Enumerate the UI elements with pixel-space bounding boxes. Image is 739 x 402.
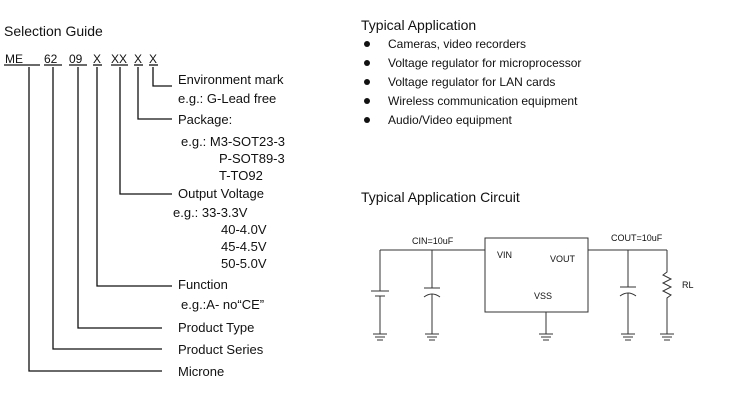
application-item: Voltage regulator for LAN cards [388, 75, 555, 89]
code-09: 09 [69, 52, 83, 66]
code-x-function: X [93, 52, 101, 66]
typical-application-title: Typical Application [361, 17, 476, 33]
package-example-2: P-SOT89-3 [219, 151, 285, 166]
application-list: Cameras, video recorders Voltage regulat… [364, 37, 581, 127]
voltage-example-3: 45-4.5V [221, 239, 267, 254]
package-example-1: e.g.: M3-SOT23-3 [181, 134, 285, 149]
bullet-icon [364, 41, 370, 47]
vss-pin-label: VSS [534, 291, 552, 301]
application-circuit-diagram: VIN VOUT VSS CIN=10uF [371, 233, 694, 341]
application-item: Wireless communication equipment [388, 94, 578, 108]
bullet-icon [364, 79, 370, 85]
environment-example: e.g.: G-Lead free [178, 91, 276, 106]
bullet-icon [364, 60, 370, 66]
rl-label: RL [682, 280, 694, 290]
cout-capacitor-icon [619, 250, 637, 341]
bullet-icon [364, 117, 370, 123]
code-xx-voltage: XX [111, 52, 127, 66]
output-voltage-label: Output Voltage [178, 186, 264, 201]
bullet-icon [364, 98, 370, 104]
application-item: Audio/Video equipment [388, 113, 513, 127]
circuit-title: Typical Application Circuit [361, 189, 520, 205]
vss-ground-icon [539, 312, 553, 341]
code-x-environment: X [149, 52, 157, 66]
load-resistor-icon [660, 250, 674, 341]
selection-guide-title: Selection Guide [4, 23, 103, 39]
cout-label: COUT=10uF [611, 233, 663, 243]
voltage-example-2: 40-4.0V [221, 222, 267, 237]
function-label: Function [178, 277, 228, 292]
product-series-label: Product Series [178, 342, 264, 357]
product-type-label: Product Type [178, 320, 254, 335]
code-x-package: X [134, 52, 142, 66]
package-example-3: T-TO92 [219, 168, 263, 183]
input-source-icon [371, 250, 389, 341]
vout-pin-label: VOUT [550, 254, 576, 264]
voltage-example-4: 50-5.0V [221, 256, 267, 271]
code-62: 62 [44, 52, 58, 66]
vin-pin-label: VIN [497, 250, 512, 260]
function-example: e.g.:A- no“CE” [181, 297, 264, 312]
leader-lines [28, 67, 172, 372]
cin-capacitor-icon [423, 250, 441, 341]
package-label: Package: [178, 112, 232, 127]
application-item: Cameras, video recorders [388, 37, 526, 51]
regulator-ic-box [484, 237, 589, 313]
cin-label: CIN=10uF [412, 236, 454, 246]
microne-label: Microne [178, 364, 224, 379]
environment-mark-label: Environment mark [178, 72, 284, 87]
voltage-example-1: e.g.: 33-3.3V [173, 205, 248, 220]
code-me: ME [5, 52, 23, 66]
application-item: Voltage regulator for microprocessor [388, 56, 581, 70]
